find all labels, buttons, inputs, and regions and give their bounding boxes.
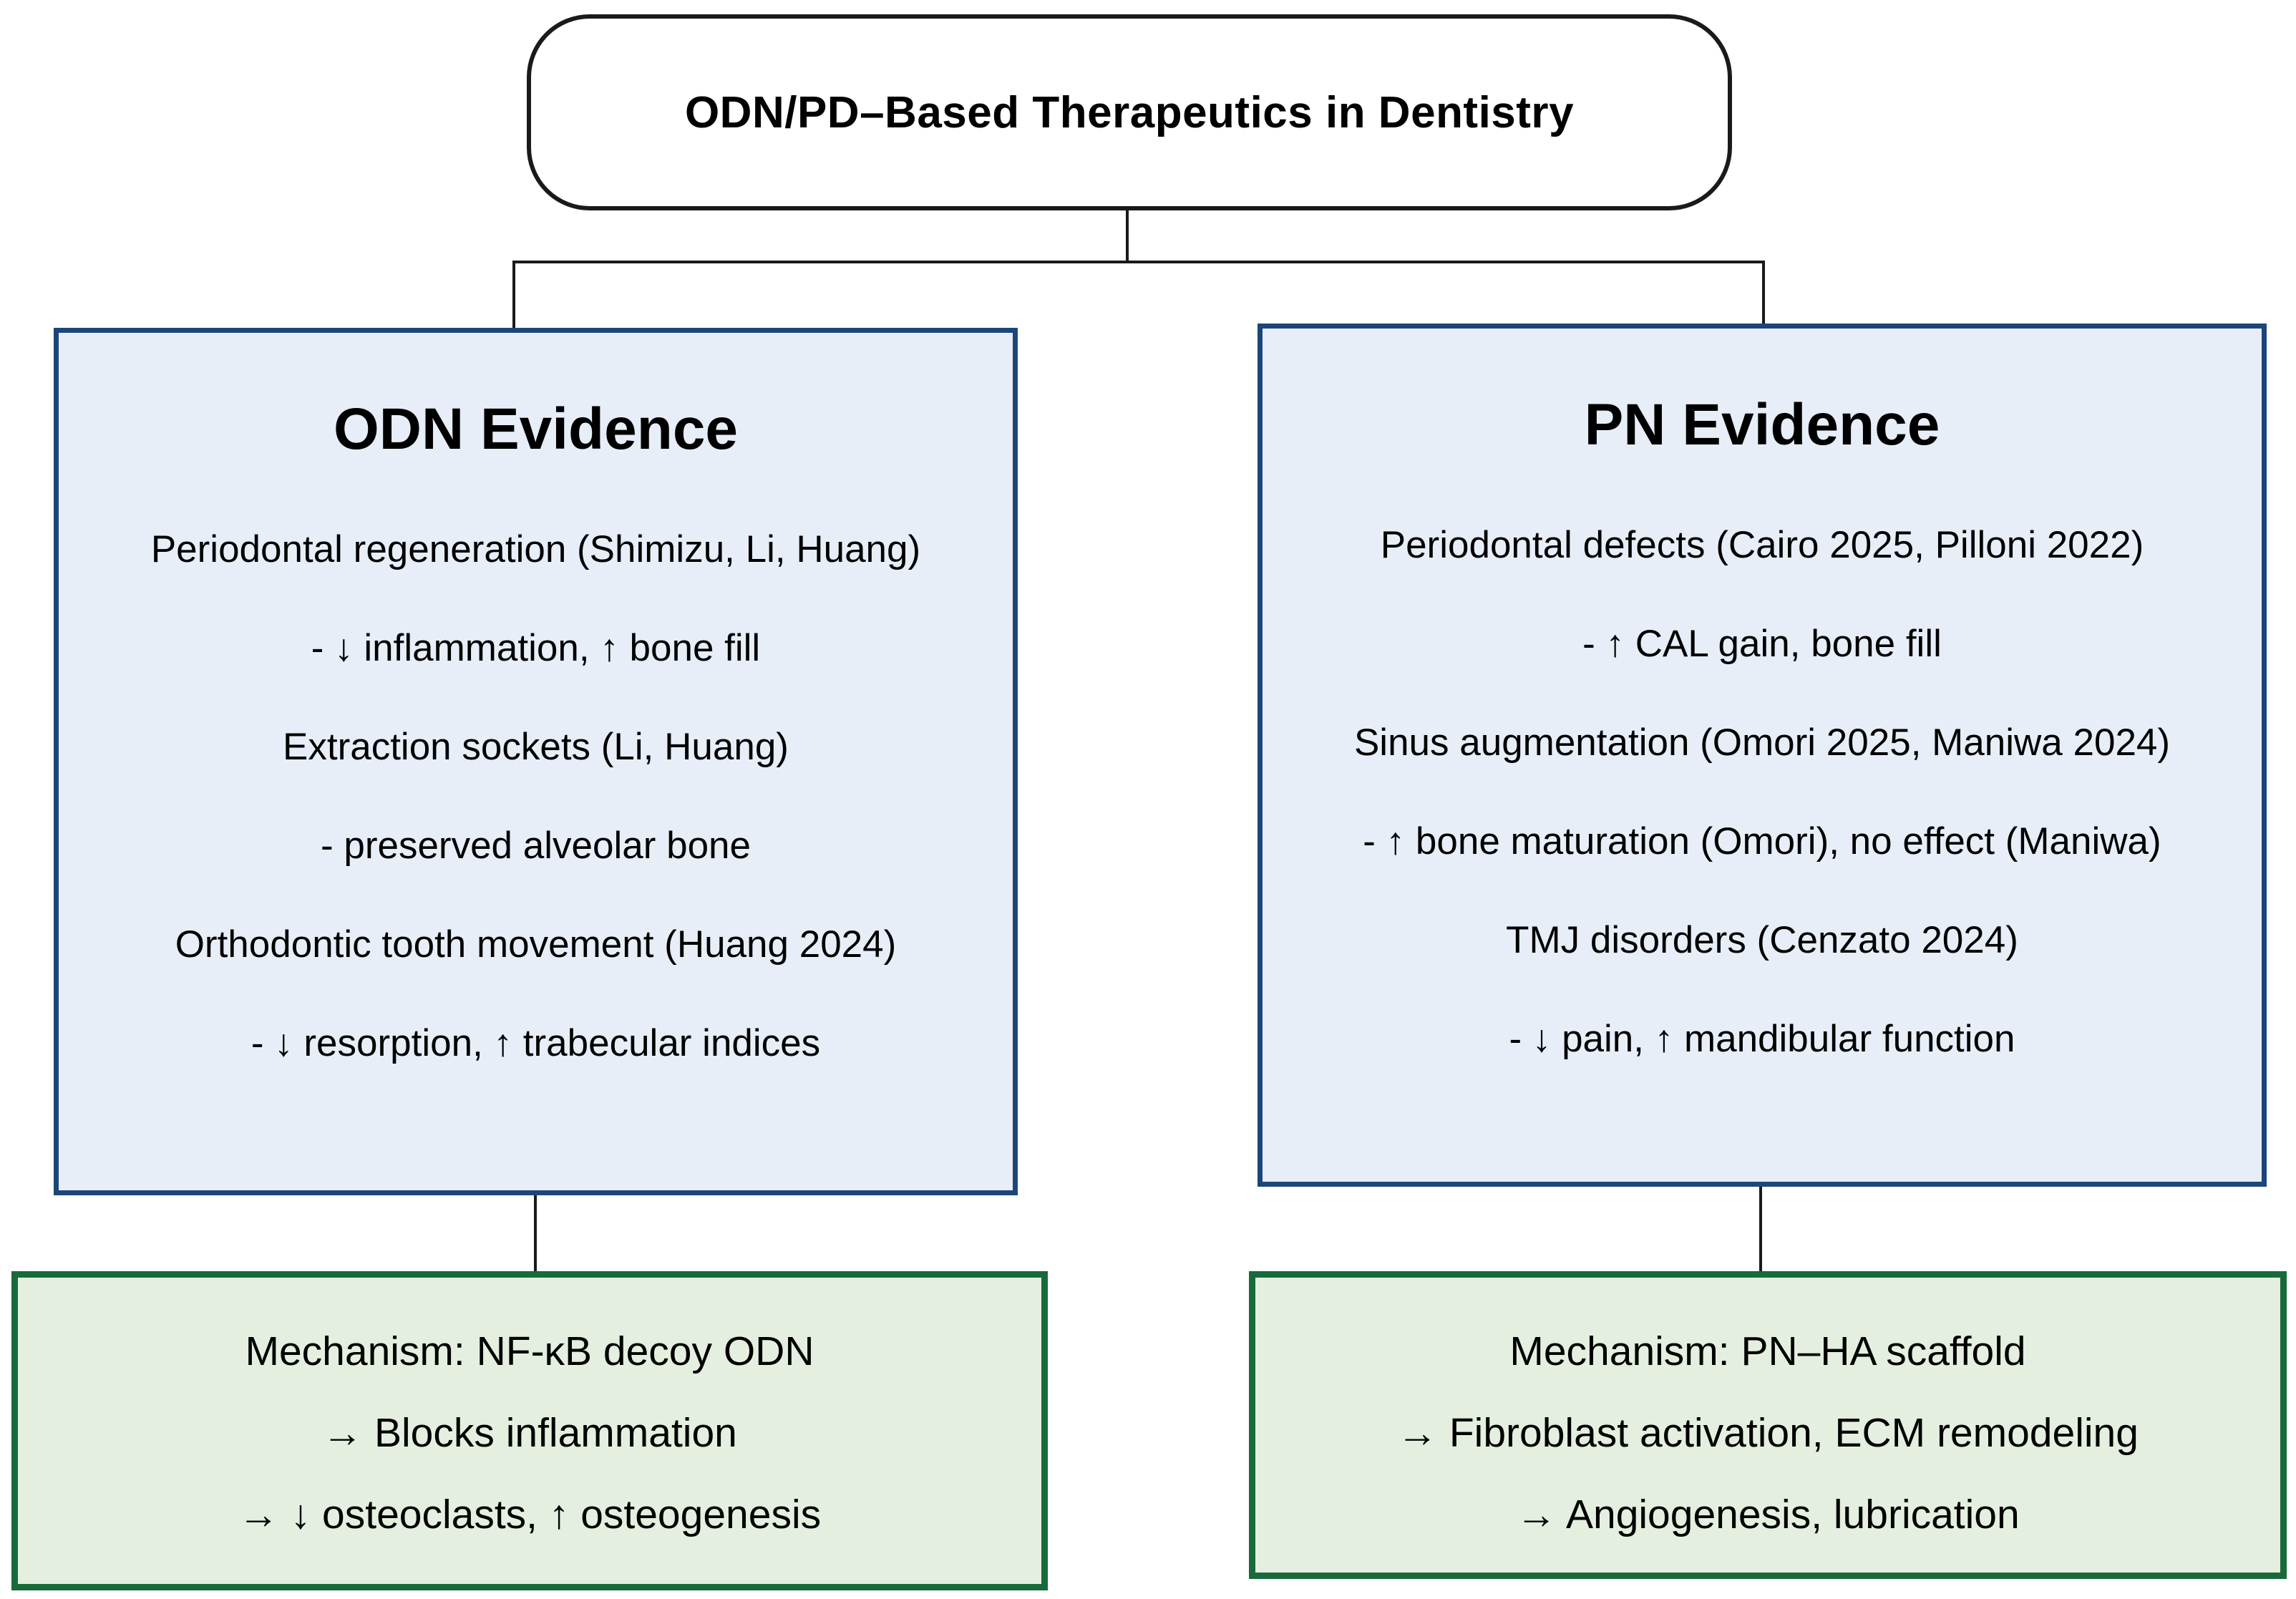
evidence-line: - ↓ pain, ↑ mandibular function <box>1509 1018 2015 1060</box>
evidence-line: - ↓ inflammation, ↑ bone fill <box>311 627 761 669</box>
mechanism-line: → ↓ osteoclasts, ↑ osteogenesis <box>238 1492 822 1537</box>
odn-panel-lines: Periodontal regeneration (Shimizu, Li, H… <box>151 530 920 1063</box>
mechanism-line: Mechanism: PN–HA scaffold <box>1509 1328 2026 1374</box>
evidence-line: Periodontal defects (Cairo 2025, Pilloni… <box>1380 524 2144 566</box>
diagram-title: ODN/PD–Based Therapeutics in Dentistry <box>684 87 1575 137</box>
mechanism-line: Mechanism: NF-κB decoy ODN <box>245 1328 814 1374</box>
evidence-line: Extraction sockets (Li, Huang) <box>283 726 789 768</box>
odn-mechanism-box: Mechanism: NF-κB decoy ODN → Blocks infl… <box>11 1271 1048 1590</box>
mechanism-line: → Fibroblast activation, ECM remodeling <box>1397 1410 2139 1456</box>
connector-odn-to-mechanism <box>534 1192 537 1273</box>
odn-evidence-panel: ODN Evidence Periodontal regeneration (S… <box>54 328 1018 1195</box>
pn-evidence-panel: PN Evidence Periodontal defects (Cairo 2… <box>1258 324 2267 1187</box>
connector-right-drop <box>1762 261 1765 326</box>
evidence-line: TMJ disorders (Cenzato 2024) <box>1506 919 2018 961</box>
connector-pn-to-mechanism <box>1759 1184 1762 1273</box>
evidence-line: - ↓ resorption, ↑ trabecular indices <box>250 1022 821 1064</box>
pn-mechanism-box: Mechanism: PN–HA scaffold → Fibroblast a… <box>1249 1271 2287 1579</box>
connector-title-stem <box>1126 209 1129 263</box>
evidence-line: Orthodontic tooth movement (Huang 2024) <box>175 923 897 966</box>
pn-panel-lines: Periodontal defects (Cairo 2025, Pilloni… <box>1354 526 2170 1059</box>
evidence-line: - ↑ CAL gain, bone fill <box>1582 623 1942 665</box>
mechanism-line: → Blocks inflammation <box>322 1410 737 1456</box>
title-box: ODN/PD–Based Therapeutics in Dentistry <box>527 14 1732 210</box>
odn-panel-header: ODN Evidence <box>333 397 739 462</box>
evidence-line: Sinus augmentation (Omori 2025, Maniwa 2… <box>1353 721 2171 764</box>
connector-left-drop <box>512 261 515 329</box>
mechanism-line: → Angiogenesis, lubrication <box>1516 1492 2020 1537</box>
evidence-line: Periodontal regeneration (Shimizu, Li, H… <box>150 528 921 570</box>
evidence-line: - ↑ bone maturation (Omori), no effect (… <box>1363 820 2161 862</box>
connector-branch-horizontal <box>512 261 1765 263</box>
evidence-line: - preserved alveolar bone <box>320 825 751 867</box>
pn-panel-header: PN Evidence <box>1584 392 1940 457</box>
